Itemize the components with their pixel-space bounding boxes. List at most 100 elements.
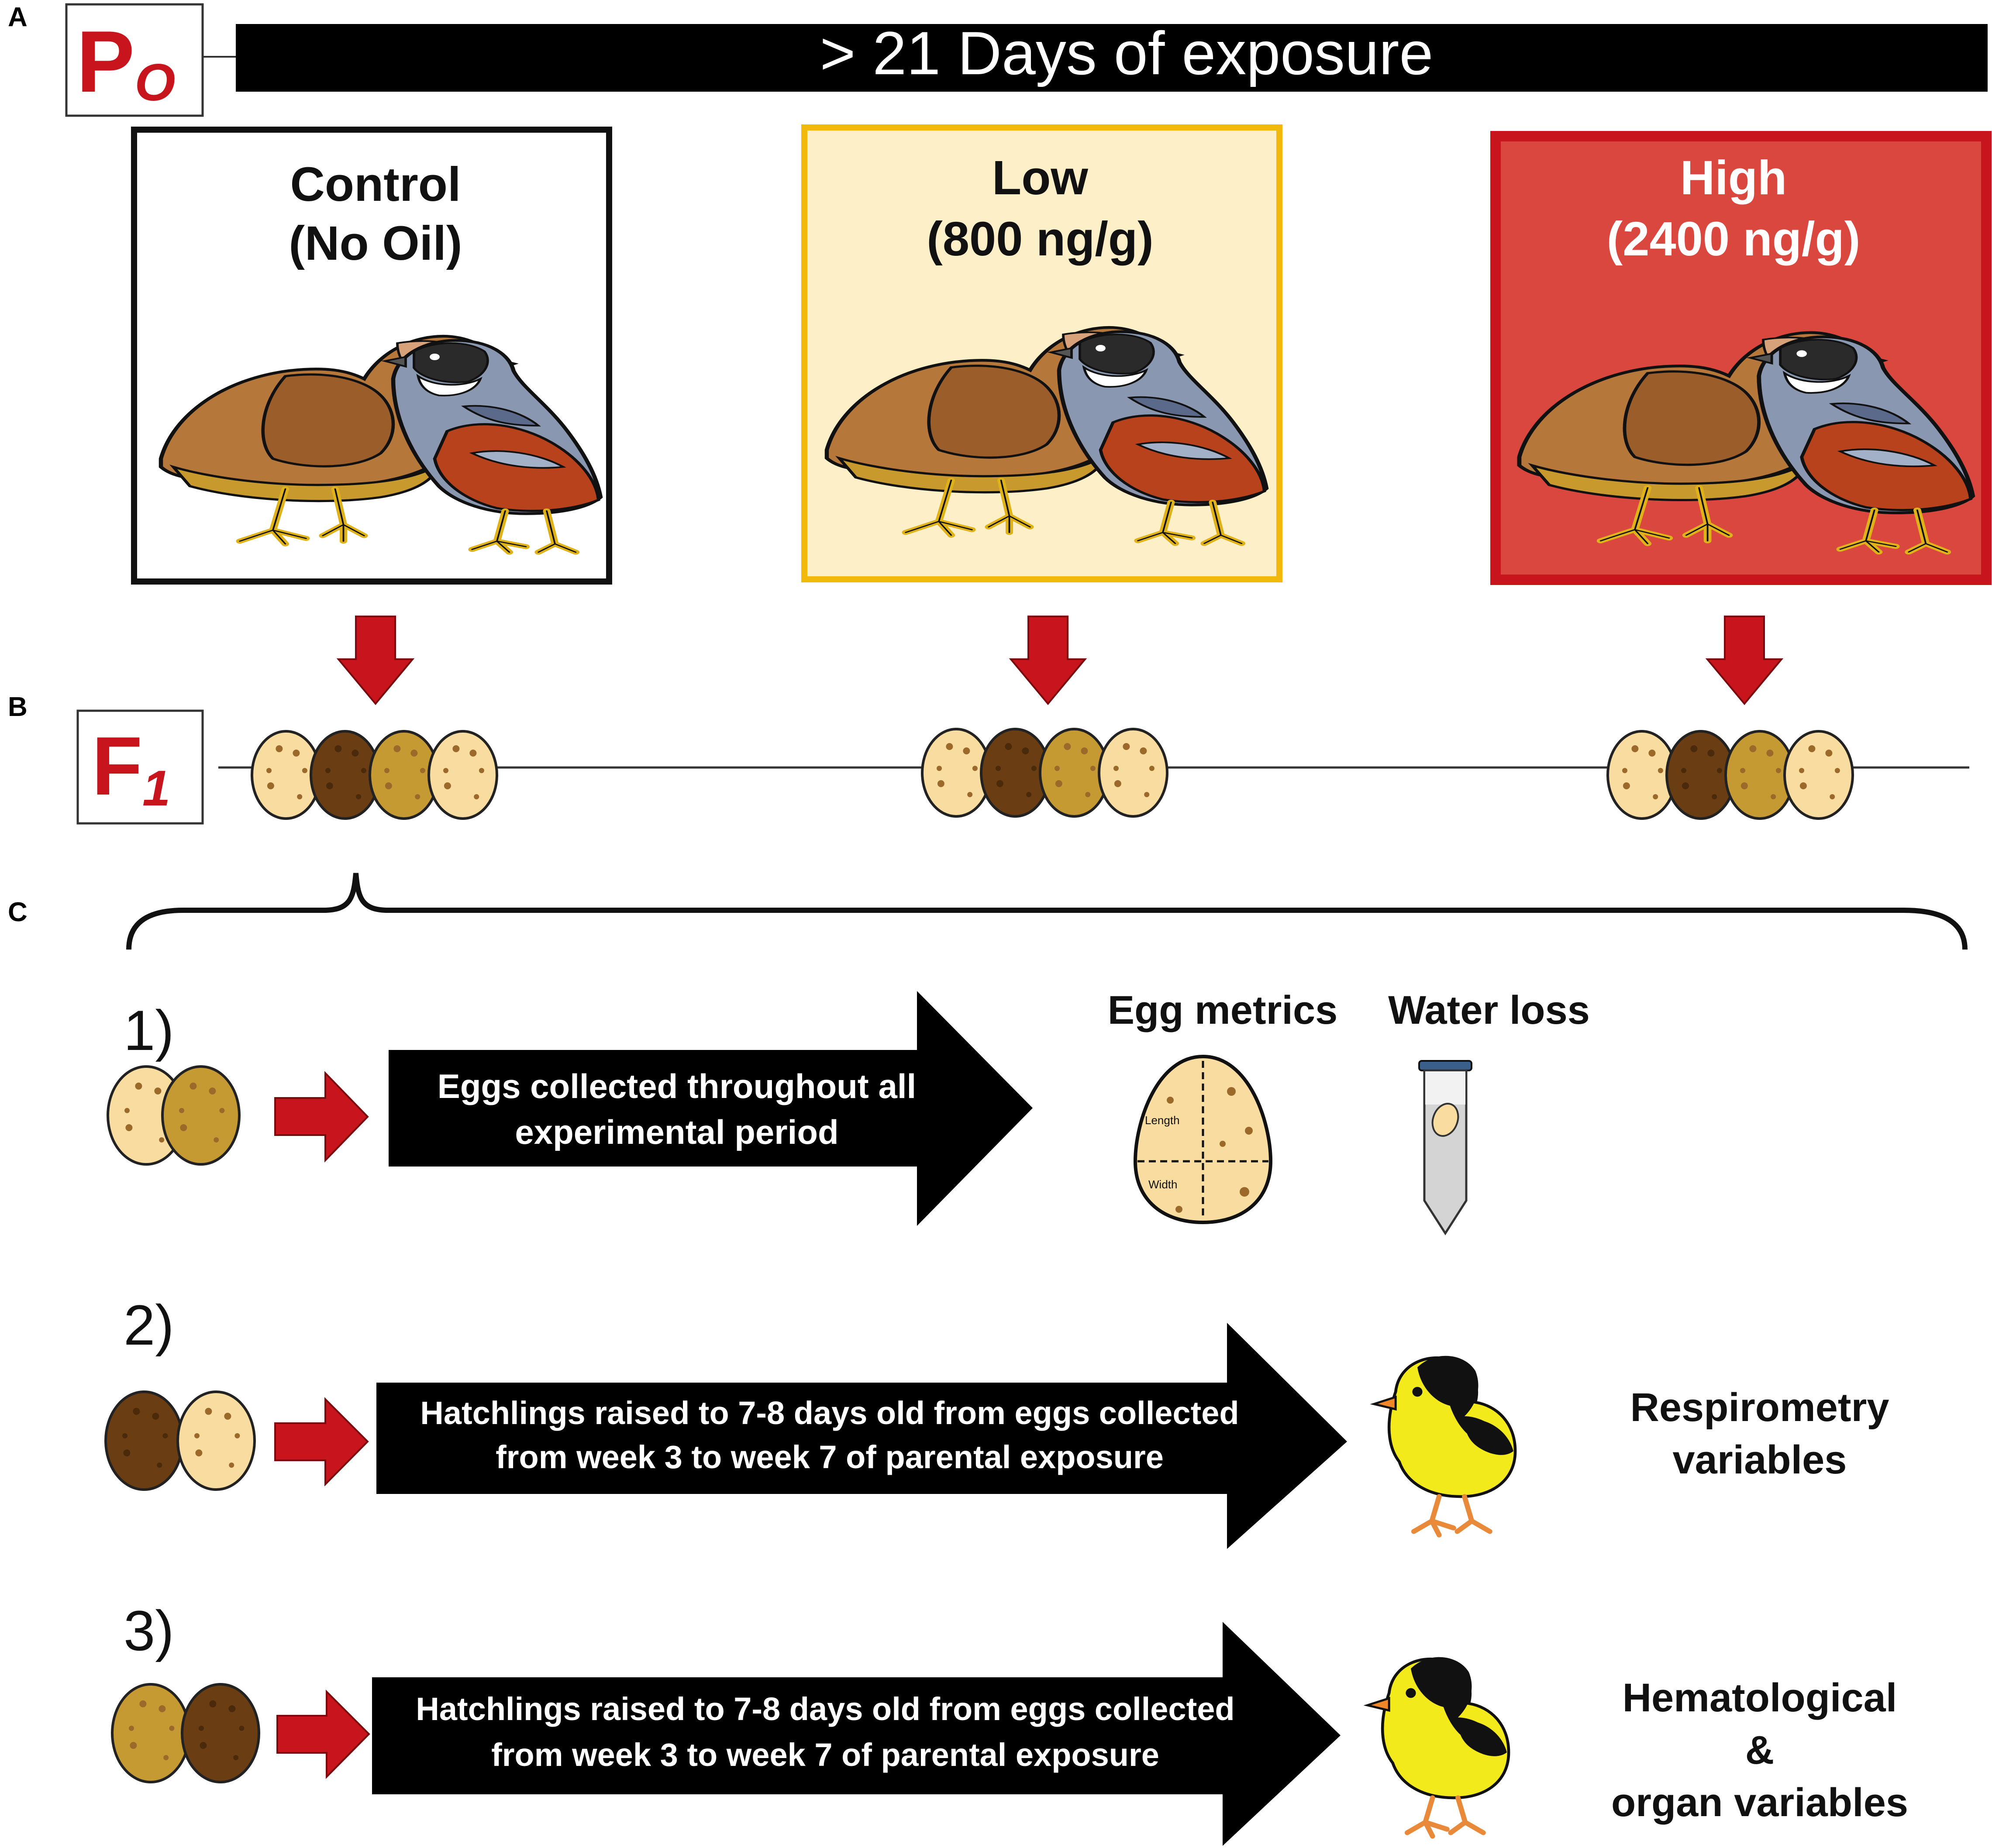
egg-spot <box>385 782 392 789</box>
egg-spot <box>452 745 460 752</box>
group-low: Low (800 ng/g) <box>801 124 1282 582</box>
step-2-arrow-line-1: Hatchlings raised to 7-8 days old from e… <box>420 1395 1239 1431</box>
egg-width-label: Width <box>1148 1178 1177 1191</box>
egg-spot <box>1681 768 1686 773</box>
step-egg <box>181 1683 260 1783</box>
panel-label-b: B <box>8 692 28 722</box>
egg-spot <box>209 1087 216 1094</box>
egg-spot <box>937 766 942 771</box>
egg-spot <box>479 768 484 773</box>
egg-spot <box>326 782 333 789</box>
egg-spot <box>1031 766 1037 771</box>
step-3-number: 3) <box>124 1599 174 1662</box>
step-3-eggs <box>111 1683 260 1783</box>
group-control: Control (No Oil) <box>131 127 612 585</box>
egg-spot <box>159 1137 165 1143</box>
p0-label: PO <box>76 13 176 112</box>
egg-spot <box>1123 743 1130 750</box>
egg-spot <box>200 1742 207 1749</box>
egg-spot <box>297 794 303 799</box>
egg-spot <box>963 747 970 754</box>
egg-spot <box>410 750 418 757</box>
egg-spot <box>180 1124 187 1131</box>
egg-metrics-label: Egg metrics <box>1108 988 1338 1032</box>
egg-cluster-low <box>921 728 1168 818</box>
egg-spot <box>157 1463 162 1468</box>
group-high-label-1: High <box>1680 151 1787 205</box>
egg-spot <box>293 750 300 757</box>
egg-spot <box>444 782 451 789</box>
group-control-box <box>131 127 612 585</box>
step-3-outcome-line-2: & <box>1745 1728 1774 1772</box>
egg-spot <box>972 766 978 771</box>
egg-spot <box>123 1449 131 1456</box>
egg-spot <box>219 1108 225 1113</box>
egg-spot <box>1140 747 1147 754</box>
egg-spot <box>1808 745 1816 752</box>
egg-spot <box>967 792 973 797</box>
down-arrow-low <box>1009 616 1087 705</box>
egg-spot <box>1775 768 1781 773</box>
egg-spot <box>234 1433 240 1438</box>
egg-spot <box>169 1725 175 1731</box>
egg-spot <box>135 1082 142 1090</box>
egg-spot <box>1653 794 1658 799</box>
egg-spot <box>125 1124 133 1131</box>
step-2-black-arrow <box>376 1323 1347 1549</box>
egg-spot <box>1005 743 1012 750</box>
down-arrow-high <box>1705 616 1784 705</box>
egg-spot <box>133 1408 140 1415</box>
step-2-outcome-line-2: variables <box>1673 1438 1847 1482</box>
egg-spot <box>302 768 307 773</box>
egg-spot <box>361 768 366 773</box>
egg-spot <box>469 750 477 757</box>
step-egg <box>161 1065 241 1166</box>
egg-spot <box>1114 780 1121 787</box>
egg-spot <box>420 768 425 773</box>
egg-spot <box>1712 794 1717 799</box>
egg-spot <box>267 782 274 789</box>
egg-spot <box>1055 766 1060 771</box>
egg-spot <box>152 1413 159 1420</box>
egg-spot <box>415 794 420 799</box>
egg-spot <box>229 1463 234 1468</box>
step-3-arrow-line-2: from week 3 to week 7 of parental exposu… <box>491 1737 1159 1773</box>
egg-spot <box>1740 782 1748 789</box>
egg-spot <box>474 794 479 799</box>
egg-spot <box>239 1725 245 1731</box>
brace <box>126 873 1968 950</box>
egg-spot <box>1090 766 1096 771</box>
egg-spot <box>1113 766 1119 771</box>
step-3-black-arrow <box>372 1622 1341 1846</box>
egg-spot <box>1064 743 1071 750</box>
egg-spot <box>129 1725 134 1731</box>
chick-icon-step-3 <box>1367 1657 1509 1836</box>
egg-spot <box>266 768 272 773</box>
group-low-label-1: Low <box>992 151 1088 205</box>
egg-spot <box>1648 750 1656 757</box>
egg-spot <box>1740 768 1745 773</box>
exposure-bar-text: > 21 Days of exposure <box>820 19 1434 87</box>
step-egg <box>111 1683 190 1783</box>
f1-egg <box>1098 728 1168 818</box>
egg-spot <box>1631 745 1639 752</box>
egg-spot <box>139 1700 147 1707</box>
egg-spot <box>154 1087 162 1094</box>
egg-spot <box>1825 750 1833 757</box>
egg-spot <box>384 768 389 773</box>
panel-label-c: C <box>8 897 28 927</box>
egg-spot <box>1055 780 1062 787</box>
egg-spot <box>1022 747 1029 754</box>
egg-spot <box>163 1755 169 1760</box>
f1-label: F1 <box>92 720 170 816</box>
egg-spot <box>190 1082 197 1090</box>
egg-spot <box>1749 745 1757 752</box>
egg-spot <box>1682 782 1689 789</box>
egg-spot <box>946 743 953 750</box>
egg-spot <box>393 745 401 752</box>
egg-spot <box>334 745 342 752</box>
egg-cluster-high <box>1606 730 1854 820</box>
egg-spot <box>1830 794 1835 799</box>
egg-spot <box>1799 768 1804 773</box>
